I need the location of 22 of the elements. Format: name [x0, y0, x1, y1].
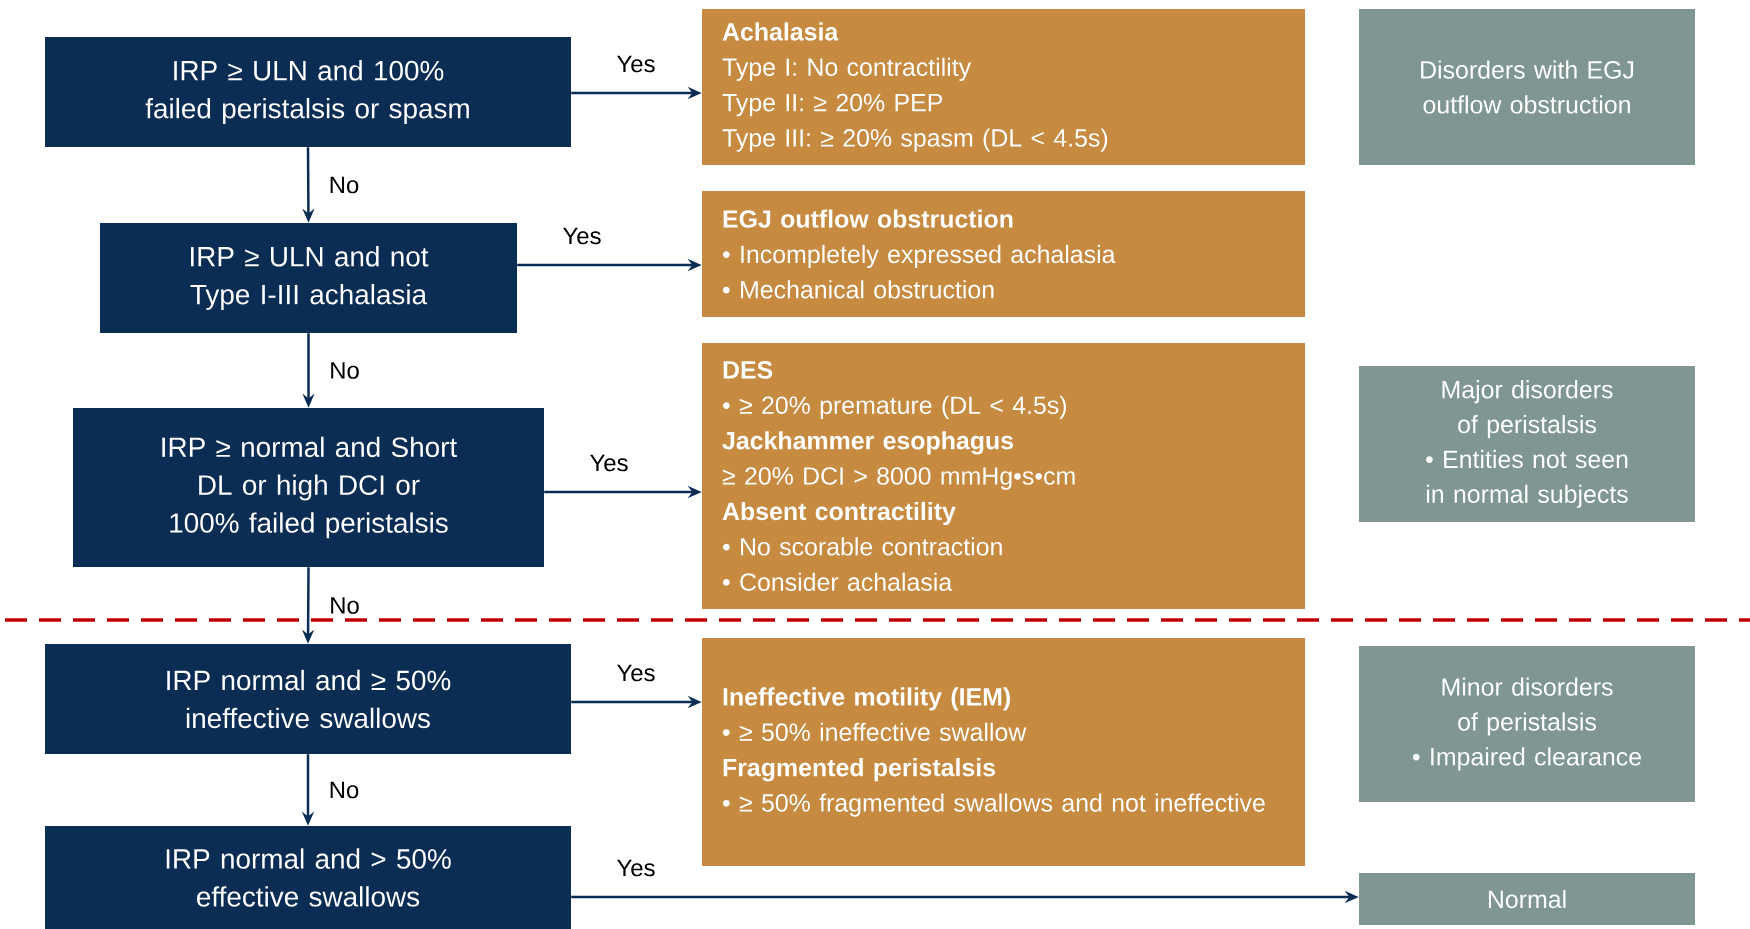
- edge-label: Yes: [560, 225, 604, 247]
- diagnosis-box: DES • ≥ 20% premature (DL < 4.5s) Jackhammer esophagus ≥ 20% DCI > 8000 mmHg•s•cm Absent contractility • No scorable contraction • Consider achalasia: [702, 343, 1305, 609]
- edge-label: Yes: [614, 662, 658, 684]
- edge-label: No: [326, 174, 362, 196]
- edge-label: No: [326, 779, 362, 801]
- condition-box: IRP ≥ ULN and not Type I-III achalasia: [100, 223, 517, 333]
- category-box: Minor disorders of peristalsis • Impaired clearance: [1359, 646, 1695, 802]
- edge-label: No: [327, 360, 362, 381]
- edge-label: No: [327, 595, 362, 616]
- condition-box: IRP ≥ ULN and 100% failed peristalsis or spasm: [45, 37, 571, 147]
- diagnosis-box: Achalasia Type I: No contractility Type II: ≥ 20% PEP Type III: ≥ 20% spasm (DL < 4.5s): [702, 9, 1305, 165]
- category-box: Normal: [1359, 873, 1695, 925]
- edge-label: Yes: [587, 452, 631, 474]
- category-box: Major disorders of peristalsis • Entities not seen in normal subjects: [1359, 366, 1695, 522]
- condition-box: IRP ≥ normal and Short DL or high DCI or 100% failed peristalsis: [73, 408, 544, 567]
- condition-box: IRP normal and > 50% effective swallows: [45, 826, 571, 929]
- condition-box: IRP normal and ≥ 50% ineffective swallows: [45, 644, 571, 754]
- diagnosis-box: Ineffective motility (IEM) • ≥ 50% ineffective swallow Fragmented peristalsis • ≥ 50% fragmented swallows and not ineffective: [702, 638, 1305, 866]
- diagnosis-box: EGJ outflow obstruction • Incompletely expressed achalasia • Mechanical obstruction: [702, 191, 1305, 317]
- edge-label: Yes: [614, 53, 658, 75]
- category-box: Disorders with EGJ outflow obstruction: [1359, 9, 1695, 165]
- edge-label: Yes: [614, 857, 658, 879]
